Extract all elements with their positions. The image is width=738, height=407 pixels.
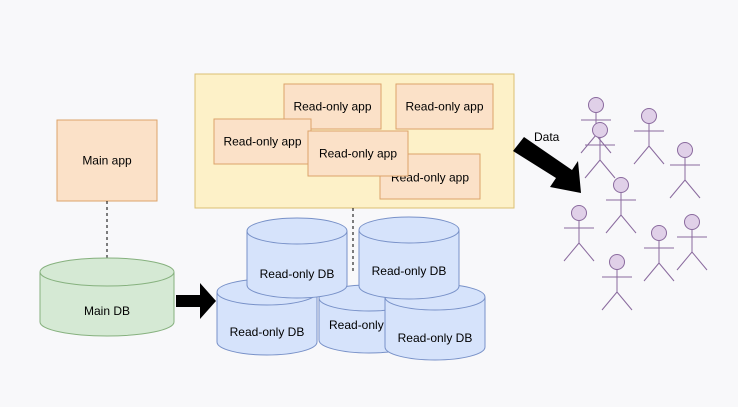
read-only-db-label: Read-only DB <box>230 325 305 339</box>
read-only-app-label: Read-only app <box>293 100 371 114</box>
read-only-db-cylinder[interactable]: Read-only DB <box>246 217 348 299</box>
replication-arrow <box>176 283 216 319</box>
read-only-app-label: Read-only app <box>405 100 483 114</box>
main-app-label: Main app <box>82 154 132 168</box>
user-actor-icon <box>601 254 633 311</box>
read-only-app-label: Read-only app <box>223 135 301 149</box>
read-only-db-label: Read-only DB <box>372 264 447 278</box>
user-actor-icon <box>676 214 708 271</box>
data-arrow <box>513 137 581 193</box>
read-only-app-box[interactable]: Read-only app <box>213 118 312 165</box>
read-only-db-label: Read-only DB <box>260 267 335 281</box>
user-actor-icon <box>563 205 595 262</box>
read-only-db-label: Read-only DB <box>398 331 473 345</box>
read-only-app-box[interactable]: Read-only app <box>379 153 481 200</box>
main-db-cylinder[interactable]: Main DB <box>39 257 175 337</box>
user-actor-icon <box>643 225 675 282</box>
read-only-app-label: Read-only app <box>319 147 397 161</box>
user-actor-icon <box>669 142 701 199</box>
read-only-db-cylinder[interactable]: Read-only DB <box>358 216 460 300</box>
main-app-box[interactable]: Main app <box>56 119 158 202</box>
read-only-app-label: Read-only app <box>391 171 469 185</box>
user-actor-icon <box>605 177 637 234</box>
main-db-label: Main DB <box>84 304 130 318</box>
user-actor-icon <box>633 108 665 165</box>
read-only-app-box[interactable]: Read-only app <box>307 130 409 177</box>
user-actor-icon <box>584 122 616 179</box>
users-group <box>563 97 708 311</box>
read-only-app-box[interactable]: Read-only app <box>395 83 494 130</box>
data-arrow-label: Data <box>534 130 560 144</box>
